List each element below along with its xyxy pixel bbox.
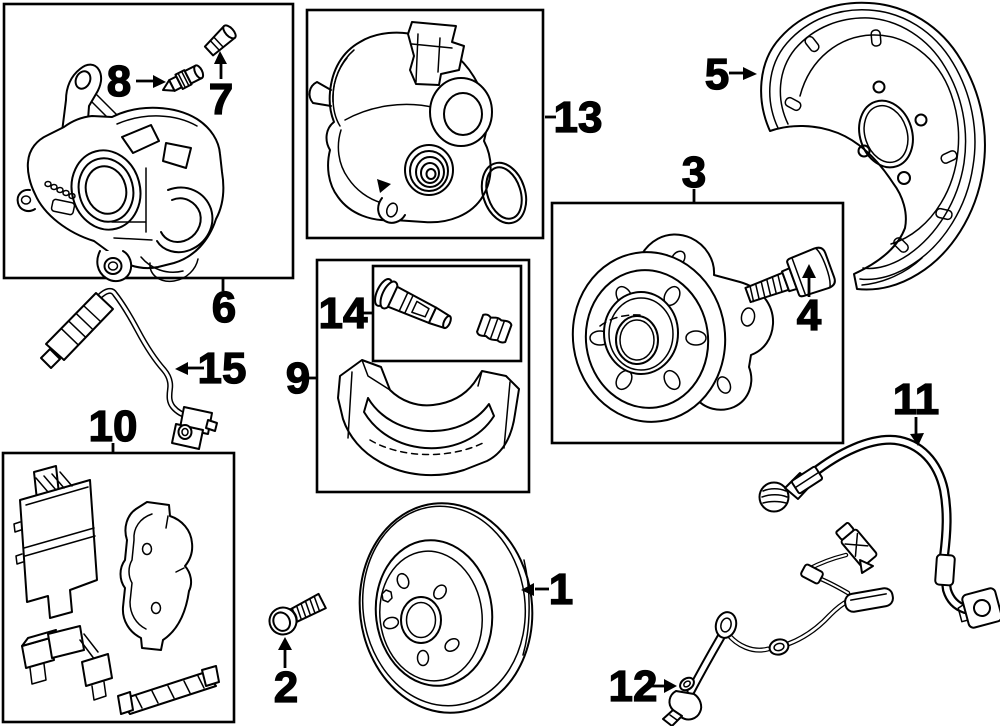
- part-7-bleeder-cap-drawing: [203, 24, 237, 57]
- part-10-brake-pad-kit-drawing: [13, 465, 220, 715]
- callout-1: 1: [521, 564, 574, 615]
- callout-6-label[interactable]: 6: [211, 282, 237, 332]
- callout-15-label[interactable]: 15: [197, 343, 247, 393]
- callout-13: 13: [545, 92, 603, 143]
- group-box-pads: [1, 451, 236, 724]
- arrowhead-11: [910, 433, 924, 446]
- group-box-guide-pin: [371, 264, 523, 363]
- group-box-bracket: [315, 258, 531, 494]
- callout-4-label[interactable]: 4: [796, 290, 822, 340]
- callout-15: 15: [175, 343, 247, 394]
- part-3-hub-bearing-drawing: [571, 233, 775, 423]
- callout-7: 7: [208, 51, 234, 125]
- callout-4: 4: [796, 264, 822, 341]
- callout-9: 9: [285, 353, 317, 404]
- callout-10: 10: [88, 401, 138, 453]
- callout-10-label[interactable]: 10: [88, 401, 138, 451]
- callout-3-label[interactable]: 3: [681, 147, 707, 197]
- callout-5: 5: [704, 49, 757, 100]
- arrowhead-8: [153, 75, 166, 88]
- part-12-abs-sensor-drawing: [662, 521, 894, 726]
- callout-7-label[interactable]: 7: [208, 74, 234, 124]
- part-14-guide-pin-drawing: [374, 278, 513, 344]
- group-box-caliper: [2, 2, 295, 280]
- callout-8: 8: [106, 56, 166, 107]
- callout-11-label[interactable]: 11: [892, 374, 940, 424]
- arrowhead-5: [743, 67, 757, 80]
- callout-2: 2: [273, 637, 299, 713]
- part-1-brake-rotor-drawing: [358, 502, 534, 714]
- callout-14: 14: [318, 288, 372, 339]
- arrowhead-15: [175, 362, 188, 375]
- callout-3: 3: [681, 147, 707, 202]
- callouts: 1 2 3 4 5 6 7: [88, 49, 940, 713]
- callout-8-label[interactable]: 8: [106, 56, 132, 106]
- group-box-hub: [550, 201, 845, 445]
- part-13-parking-brake-actuator-drawing: [308, 21, 528, 225]
- arrowhead-7: [214, 51, 227, 64]
- arrowhead-12: [664, 679, 677, 693]
- arrowhead-4: [802, 264, 816, 278]
- callout-12: 12: [608, 661, 677, 712]
- part-15-wear-sensor-wire-drawing: [40, 287, 218, 450]
- callout-5-label[interactable]: 5: [704, 49, 730, 99]
- callout-2-label[interactable]: 2: [273, 662, 299, 712]
- o-ring-seal: [480, 161, 528, 225]
- part-2-rotor-screw-drawing: [268, 592, 327, 636]
- part-5-dust-shield-drawing: [760, 1, 986, 291]
- callout-13-label[interactable]: 13: [553, 92, 603, 142]
- part-6-brake-caliper-drawing: [16, 63, 225, 283]
- callout-12-label[interactable]: 12: [608, 661, 658, 711]
- callout-9-label[interactable]: 9: [285, 353, 311, 403]
- part-11-brake-hose-drawing: [758, 434, 1000, 629]
- callout-1-label[interactable]: 1: [548, 564, 574, 614]
- arrowhead-1: [521, 583, 534, 596]
- part-9-caliper-bracket-drawing: [337, 359, 520, 477]
- callout-6: 6: [211, 279, 237, 333]
- part-8-bleeder-screw-drawing: [162, 64, 205, 92]
- arrowhead-2: [278, 637, 292, 650]
- callout-11: 11: [892, 374, 940, 446]
- group-box-actuator: [305, 8, 545, 240]
- callout-14-label[interactable]: 14: [318, 288, 369, 338]
